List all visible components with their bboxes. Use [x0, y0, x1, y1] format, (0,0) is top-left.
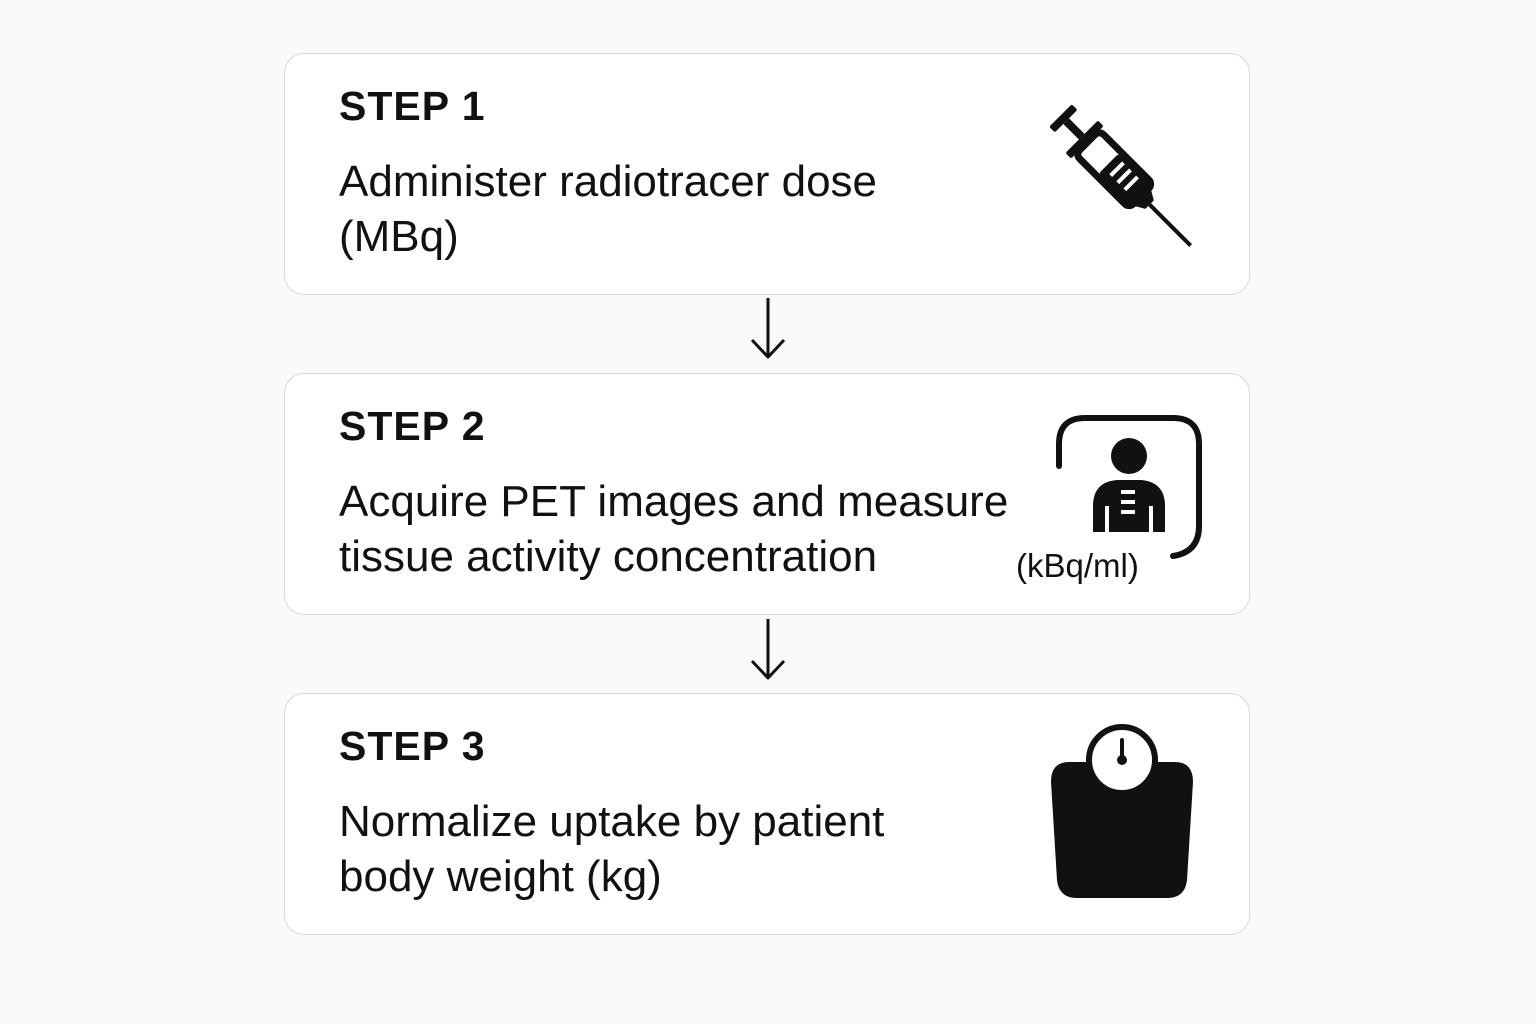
step-3-label: STEP 3: [339, 723, 486, 769]
step-2-description: Acquire PET images and measure tissue ac…: [339, 474, 1079, 584]
weighing-scale-icon: [1051, 724, 1193, 898]
pet-scanner-patient-icon: [1056, 415, 1202, 559]
step-3-description-line-2: body weight (kg): [339, 852, 662, 901]
step-1-card: STEP 1 Administer radiotracer dose (MBq): [284, 53, 1250, 295]
step-1-description-line-2: (MBq): [339, 212, 459, 261]
step-2-label: STEP 2: [339, 403, 486, 449]
step-3-description: Normalize uptake by patient body weight …: [339, 794, 1079, 904]
step-3-card: STEP 3 Normalize uptake by patient body …: [284, 693, 1250, 935]
step-1-label: STEP 1: [339, 83, 486, 129]
step-1-description: Administer radiotracer dose (MBq): [339, 154, 1079, 264]
step-1-description-line-1: Administer radiotracer dose: [339, 157, 878, 206]
step-2-description-line-1: Acquire PET images and measure: [339, 477, 1009, 526]
syringe-icon: [1049, 104, 1193, 248]
down-arrow-icon: [750, 298, 786, 359]
step-2-description-line-2: tissue activity concentration: [339, 532, 878, 581]
activity-unit-label: (kBq/ml): [1016, 547, 1139, 584]
down-arrow-icon: [750, 619, 786, 680]
step-2-card: STEP 2 Acquire PET images and measure ti…: [284, 373, 1250, 615]
step-3-description-line-1: Normalize uptake by patient: [339, 797, 885, 846]
